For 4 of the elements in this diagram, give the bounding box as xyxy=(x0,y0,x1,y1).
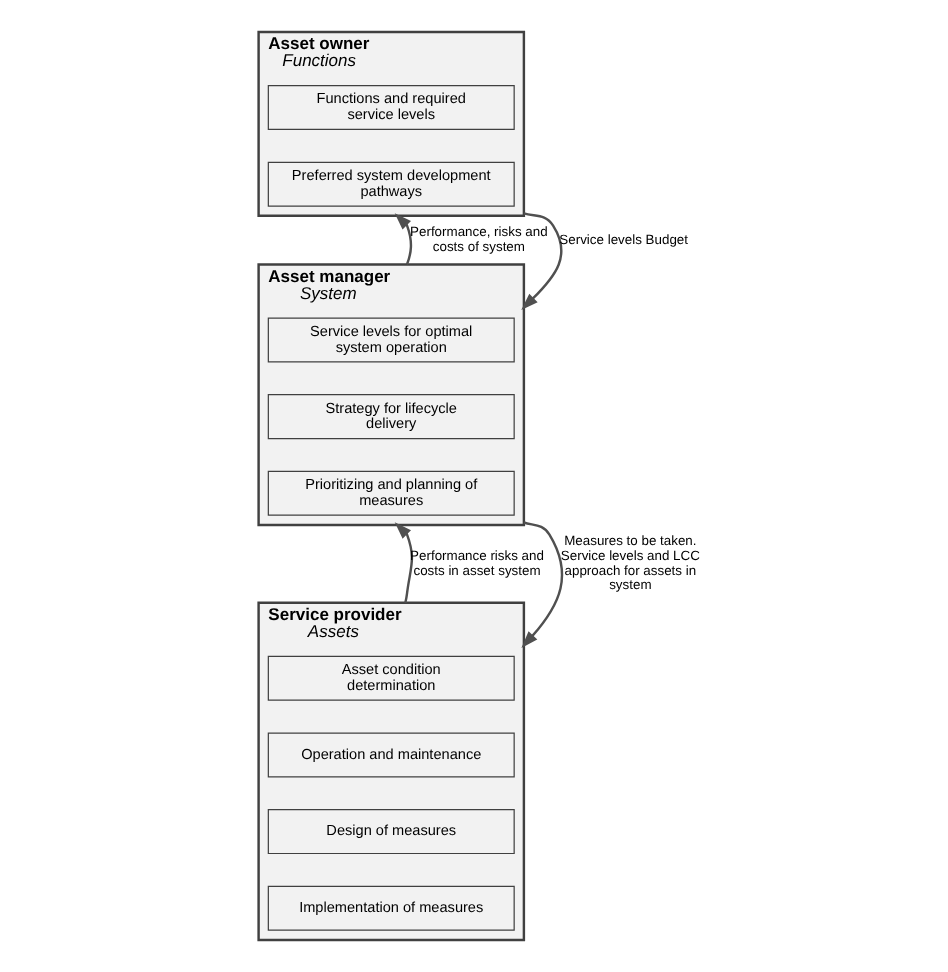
arrow xyxy=(521,521,564,648)
arrow xyxy=(394,213,413,265)
arrow xyxy=(394,522,414,604)
arrow xyxy=(521,212,563,310)
